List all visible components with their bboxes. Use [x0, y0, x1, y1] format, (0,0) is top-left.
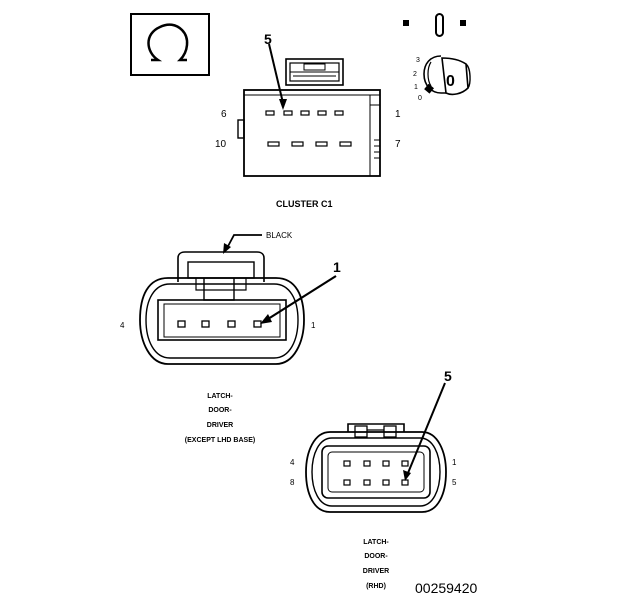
latch-rhd-title-3: DRIVER — [363, 568, 389, 575]
ohm-meter-icon — [130, 13, 210, 76]
key-position-3: 3 — [416, 57, 420, 64]
latch-except-title-4: (EXCEPT LHD BASE) — [185, 437, 255, 444]
cluster-c1-callout-arrow — [268, 43, 287, 110]
latch-except-title-2: DOOR- — [208, 407, 232, 414]
latch-except-callout: 1 — [333, 259, 341, 275]
latch-rhd-title-2: DOOR- — [364, 553, 388, 560]
latch-except-connector — [139, 251, 305, 365]
cluster-c1-connector — [237, 58, 381, 177]
key-position-2: 2 — [413, 71, 417, 78]
latch-except-pin-right: 1 — [311, 321, 316, 330]
latch-except-pin-left: 4 — [120, 321, 125, 330]
left-mark — [403, 20, 409, 26]
key-position-0: 0 — [418, 95, 422, 102]
key-position-1: 1 — [414, 84, 418, 91]
latch-rhd-pin-top-left: 4 — [290, 458, 295, 467]
key-label: 0 — [446, 73, 455, 90]
latch-rhd-pin-bottom-left: 8 — [290, 478, 295, 487]
latch-rhd-callout: 5 — [444, 368, 452, 384]
right-mark — [460, 20, 466, 26]
cluster-c1-pin-bottom-right: 7 — [395, 139, 401, 150]
cluster-c1-callout: 5 — [264, 31, 272, 47]
cluster-c1-title: CLUSTER C1 — [276, 199, 333, 209]
latch-rhd-title-1: LATCH- — [363, 539, 389, 546]
latch-rhd-pin-bottom-right: 5 — [452, 478, 457, 487]
latch-rhd-callout-arrow — [403, 382, 446, 481]
figure-id: 00259420 — [415, 580, 478, 596]
cluster-c1-pin-top-right: 1 — [395, 109, 401, 120]
cluster-c1-pin-top-left: 6 — [221, 109, 227, 120]
cluster-c1-pin-bottom-left: 10 — [215, 139, 227, 150]
latch-except-title-1: LATCH- — [207, 393, 233, 400]
latch-except-color-label: BLACK — [266, 231, 293, 240]
latch-except-callout-arrow — [260, 275, 337, 324]
latch-rhd-connector — [305, 423, 447, 513]
latch-rhd-pin-top-right: 1 — [452, 458, 457, 467]
latch-except-black-arrow — [223, 234, 262, 254]
slot-mark — [435, 13, 444, 37]
latch-rhd-title-4: (RHD) — [366, 583, 386, 590]
latch-except-title-3: DRIVER — [207, 422, 233, 429]
ignition-key-icon — [403, 13, 471, 96]
